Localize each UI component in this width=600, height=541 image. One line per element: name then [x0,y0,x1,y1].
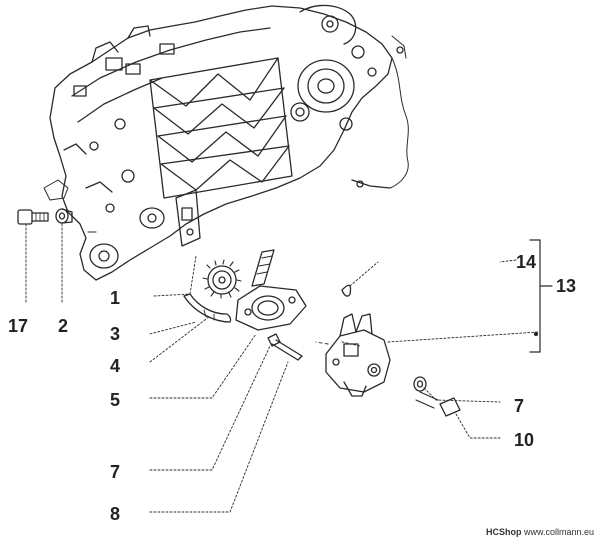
callout-7-left: 7 [110,462,120,482]
callout-13: 13 [556,276,576,296]
drive-pin [251,249,275,287]
callout-7-right: 7 [514,396,524,416]
part-10-screw [415,391,461,417]
callout-5: 5 [110,390,120,410]
shop-credit: HCShop www.collmann.eu [486,527,594,537]
credit-shop: HCShop [485,527,522,537]
part-8-bolt [267,333,303,361]
callout-14: 14 [516,252,536,272]
leader-lines [25,223,517,513]
callout-17: 17 [8,316,28,336]
callout-3: 3 [110,324,120,344]
part-3-seal [183,293,232,323]
part-13-oil-pump [315,313,391,397]
callout-2: 2 [58,316,68,336]
part-2-bush [55,208,73,224]
part-7-washer [413,376,427,392]
part-14-clip [341,261,379,297]
part-1-gear [202,259,242,299]
callout-1: 1 [110,288,120,308]
callout-labels: 17 2 1 3 4 5 7 8 14 13 7 10 [8,252,576,524]
part-gasket [235,285,307,331]
callout-4: 4 [110,356,120,376]
part-17-screw [17,209,49,225]
callout-8: 8 [110,504,120,524]
crankcase-housing [43,4,409,281]
credit-url: www.collmann.eu [523,527,594,537]
bracket-13 [387,239,553,353]
callout-10: 10 [514,430,534,450]
